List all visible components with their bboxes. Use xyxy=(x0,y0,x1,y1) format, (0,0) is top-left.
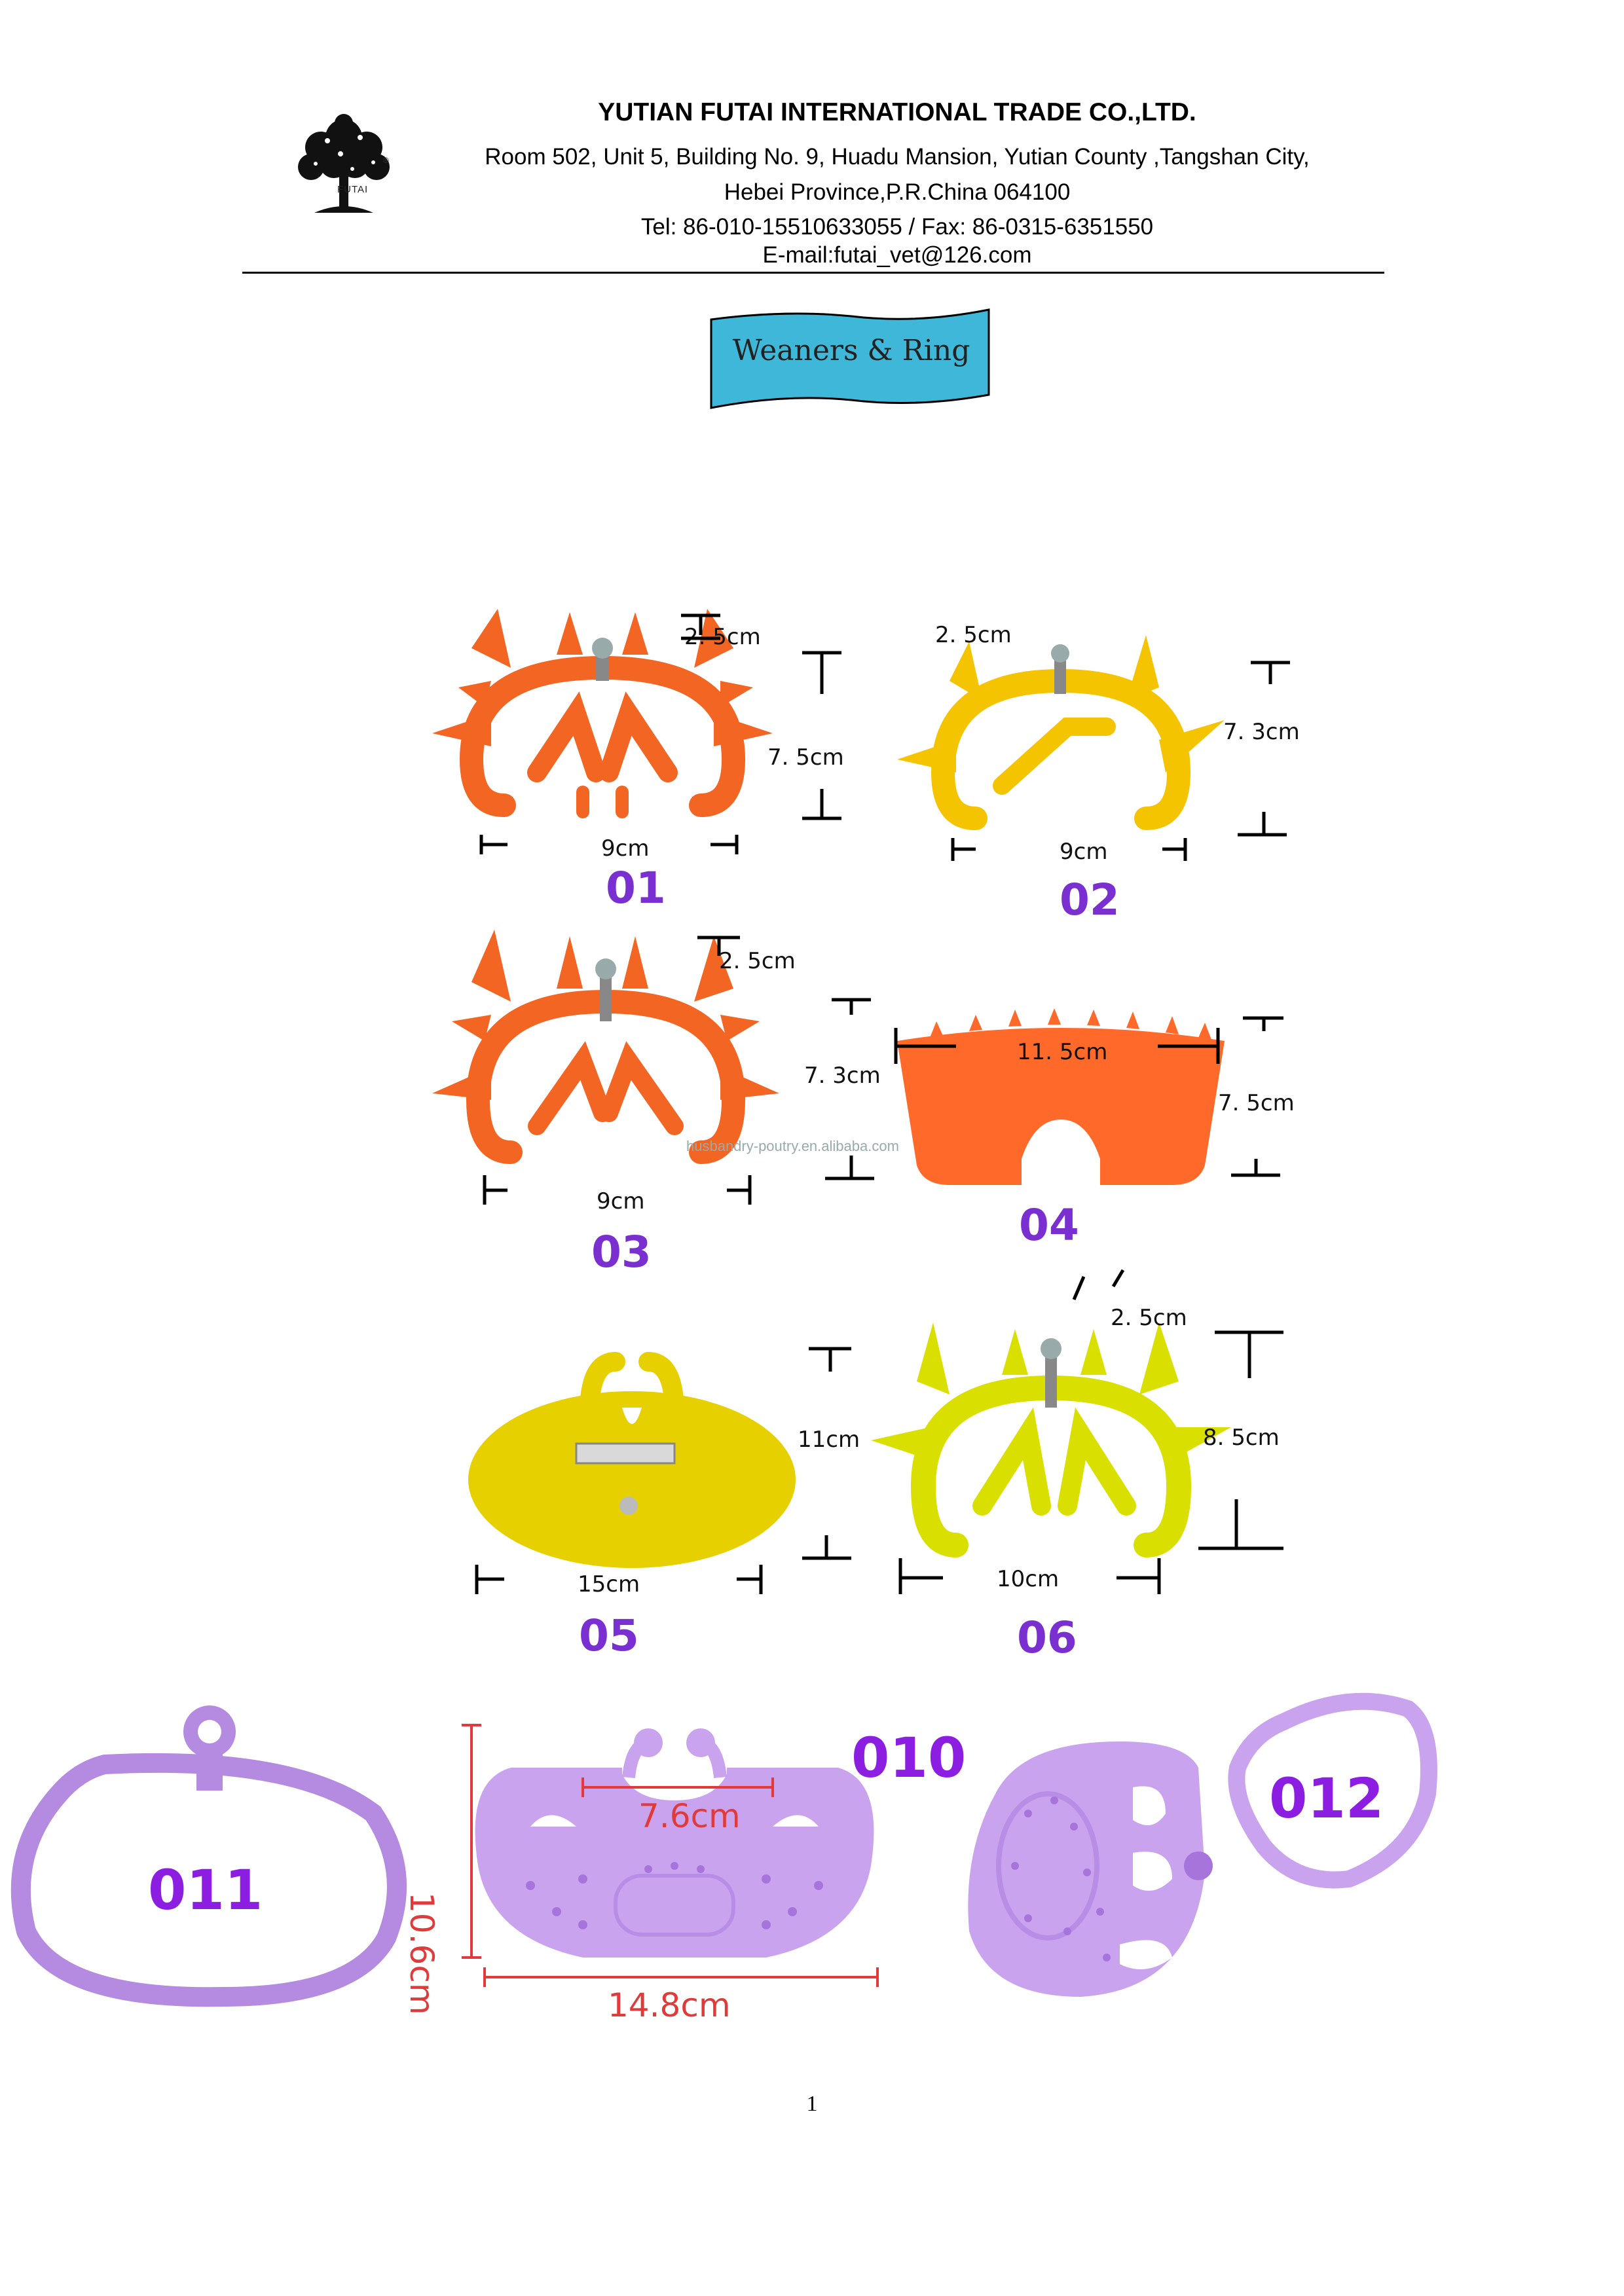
product-03-number: 03 xyxy=(591,1227,652,1277)
contact-line: Tel: 86-010-15510633055 / Fax: 86-0315-6… xyxy=(640,214,1154,240)
product-06-spike: 2. 5cm xyxy=(1111,1305,1187,1331)
title-banner-shape xyxy=(710,308,990,409)
product-06-height: 8. 5cm xyxy=(1203,1425,1280,1451)
weaner-012-image xyxy=(968,1692,1437,1997)
product-03-spike: 2. 5cm xyxy=(719,948,796,974)
address-line-1: Room 502, Unit 5, Building No. 9, Huadu … xyxy=(485,144,1310,170)
weaner-010-width: 14.8cm xyxy=(608,1986,731,2024)
page-number: 1 xyxy=(806,2092,818,2116)
registered-mark: ® xyxy=(383,156,389,165)
ring-011-image xyxy=(10,1705,407,2007)
product-05-number: 05 xyxy=(579,1611,639,1661)
weaner-03-image xyxy=(432,930,779,1164)
weaner-05-image xyxy=(468,1352,796,1568)
product-02-spike: 2. 5cm xyxy=(935,622,1012,648)
product-05-height: 11cm xyxy=(798,1427,860,1453)
weaner-010-number: 010 xyxy=(851,1726,967,1790)
ring-011-number: 011 xyxy=(148,1858,263,1922)
product-06-width: 10cm xyxy=(997,1566,1060,1592)
product-03-height: 7. 3cm xyxy=(804,1063,881,1089)
product-04-number: 04 xyxy=(1019,1200,1079,1250)
product-01-number: 01 xyxy=(606,863,666,913)
header-divider xyxy=(242,272,1384,274)
product-01-spike: 2. 5cm xyxy=(684,624,761,650)
product-03-width: 9cm xyxy=(597,1188,645,1214)
address-line-2: Hebei Province,P.R.China 064100 xyxy=(724,179,1071,205)
weaner-06-image xyxy=(871,1322,1231,1558)
product-02-width: 9cm xyxy=(1060,839,1108,865)
weaner-010-image xyxy=(475,1728,874,1958)
tree-logo-icon xyxy=(298,114,390,213)
product-02-height: 7. 3cm xyxy=(1223,719,1300,745)
weaner-012-number: 012 xyxy=(1269,1766,1384,1831)
weaner-02-image xyxy=(897,635,1225,830)
weaner-04-image xyxy=(897,1008,1225,1185)
product-05-width: 15cm xyxy=(578,1571,640,1597)
product-01-width: 9cm xyxy=(601,835,650,862)
weaner-010-height: 10.6cm xyxy=(403,1892,441,2015)
section-title: Weaners & Ring xyxy=(732,334,970,367)
product-06-number: 06 xyxy=(1017,1613,1077,1663)
company-name: YUTIAN FUTAI INTERNATIONAL TRADE CO.,LTD… xyxy=(598,98,1196,126)
logo-text: FUTAI xyxy=(337,184,369,195)
email-line: E-mail:futai_vet@126.com xyxy=(762,242,1032,268)
weaner-010-inner: 7.6cm xyxy=(638,1797,741,1835)
product-04-height: 7. 5cm xyxy=(1218,1090,1295,1116)
product-02-number: 02 xyxy=(1060,875,1120,925)
product-04-width: 11. 5cm xyxy=(1017,1039,1108,1065)
product-01-height: 7. 5cm xyxy=(767,744,844,771)
watermark: husbandry-poutry.en.alibaba.com xyxy=(686,1138,899,1154)
